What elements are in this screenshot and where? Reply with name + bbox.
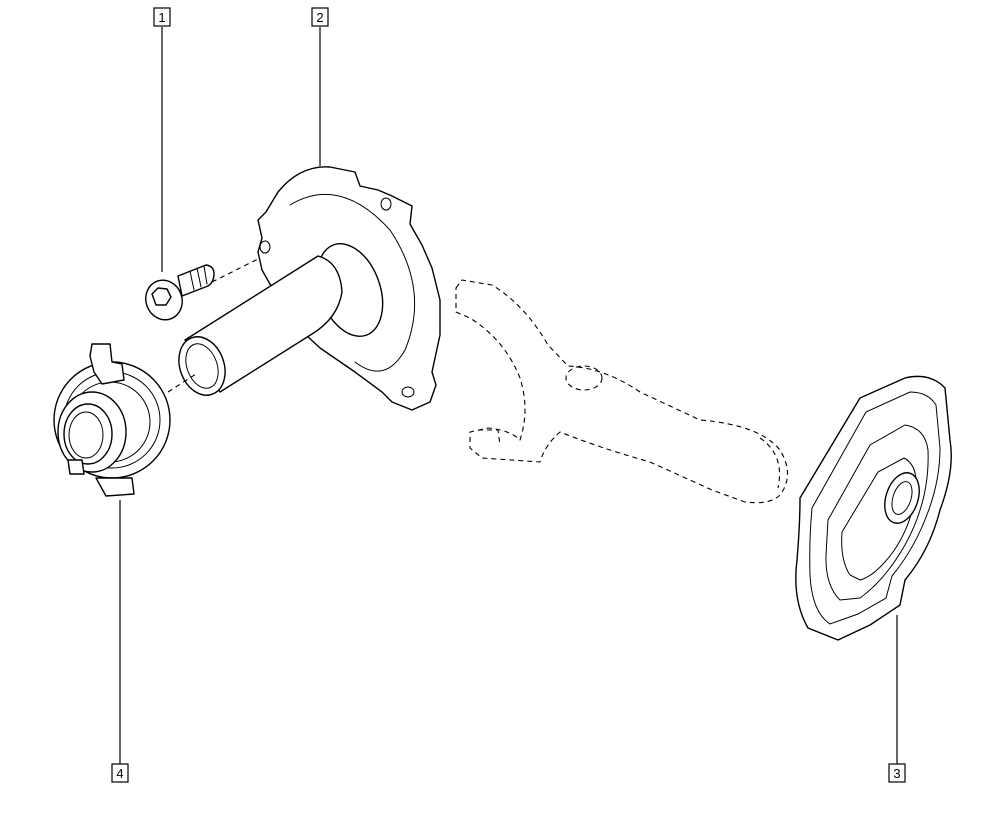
rubber-boot-part xyxy=(795,375,952,641)
callout-4: 4 xyxy=(111,763,129,783)
callout-1-label: 1 xyxy=(158,10,165,25)
callout-1: 1 xyxy=(153,7,171,27)
callout-2-label: 2 xyxy=(316,10,323,25)
callout-4-label: 4 xyxy=(116,766,123,781)
callout-2: 2 xyxy=(311,7,329,27)
clutch-fork-outline xyxy=(455,279,789,504)
guide-tube-part xyxy=(178,166,441,411)
callout-3: 3 xyxy=(888,763,906,783)
bolt-part xyxy=(145,264,215,321)
release-bearing-part xyxy=(53,343,197,497)
callout-3-label: 3 xyxy=(893,766,900,781)
